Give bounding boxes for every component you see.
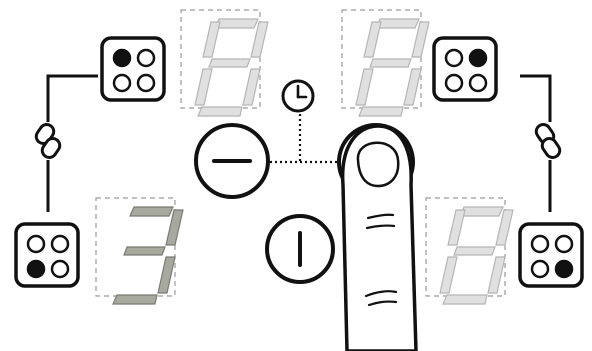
display-front-right	[342, 10, 429, 116]
burner-active-dot	[470, 50, 486, 66]
timer-button[interactable]	[283, 81, 313, 111]
digit-back-right	[440, 207, 513, 304]
zone-selector-back-left[interactable]	[16, 224, 78, 286]
minus-button[interactable]	[196, 125, 268, 197]
burner-active-dot	[28, 261, 44, 277]
display-front-left	[181, 10, 268, 116]
zone-selector-front-left[interactable]	[102, 38, 164, 100]
timer-connector	[270, 114, 344, 162]
power-button[interactable]	[267, 216, 333, 282]
digit-front-left	[195, 19, 268, 116]
digit-front-right	[356, 19, 429, 116]
burner-active-dot	[556, 261, 572, 277]
digit-back-left	[113, 207, 183, 304]
display-back-left	[96, 198, 183, 304]
right-link-icon[interactable]	[534, 122, 563, 160]
finger-illustration	[343, 126, 416, 351]
left-link-icon[interactable]	[34, 122, 63, 160]
zone-selector-back-right[interactable]	[520, 224, 582, 286]
zone-selector-front-right[interactable]	[434, 38, 496, 100]
display-back-right	[426, 198, 513, 304]
burner-active-dot	[114, 50, 130, 66]
